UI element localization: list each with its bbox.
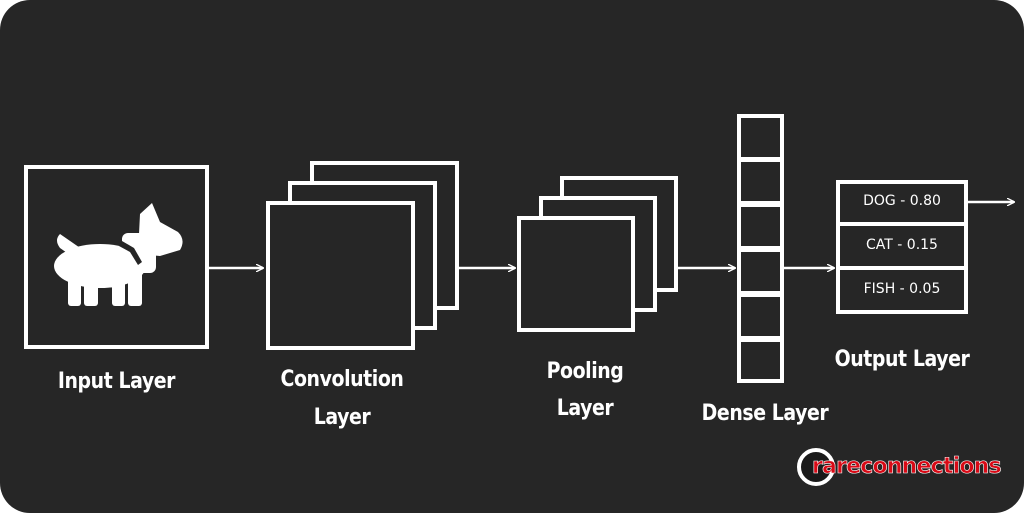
label-input-layer: Input Layer xyxy=(57,369,176,394)
dog-icon xyxy=(54,203,183,306)
label-pooling-line1: Pooling xyxy=(546,359,624,384)
output-fish: FISH - 0.05 xyxy=(863,281,941,297)
label-pooling-line2: Layer xyxy=(556,396,614,421)
output-dog: DOG - 0.80 xyxy=(863,193,941,209)
input-layer-box xyxy=(24,165,209,349)
flow-arrows xyxy=(208,202,1014,268)
label-convolution-line2: Layer xyxy=(313,405,371,430)
label-dense-layer: Dense Layer xyxy=(701,401,829,426)
dense-layer-column xyxy=(737,114,784,383)
label-convolution-line1: Convolution xyxy=(280,367,404,392)
label-output-layer: Output Layer xyxy=(834,347,970,372)
logo-text: rareconnections xyxy=(812,454,1002,480)
pooling-stack xyxy=(517,176,678,332)
output-boxes xyxy=(836,180,968,314)
logo-ring-icon xyxy=(797,448,835,486)
output-cat: CAT - 0.15 xyxy=(866,237,938,253)
convolution-stack xyxy=(266,161,459,350)
rareconnections-logo: rareconnections xyxy=(794,446,1006,492)
